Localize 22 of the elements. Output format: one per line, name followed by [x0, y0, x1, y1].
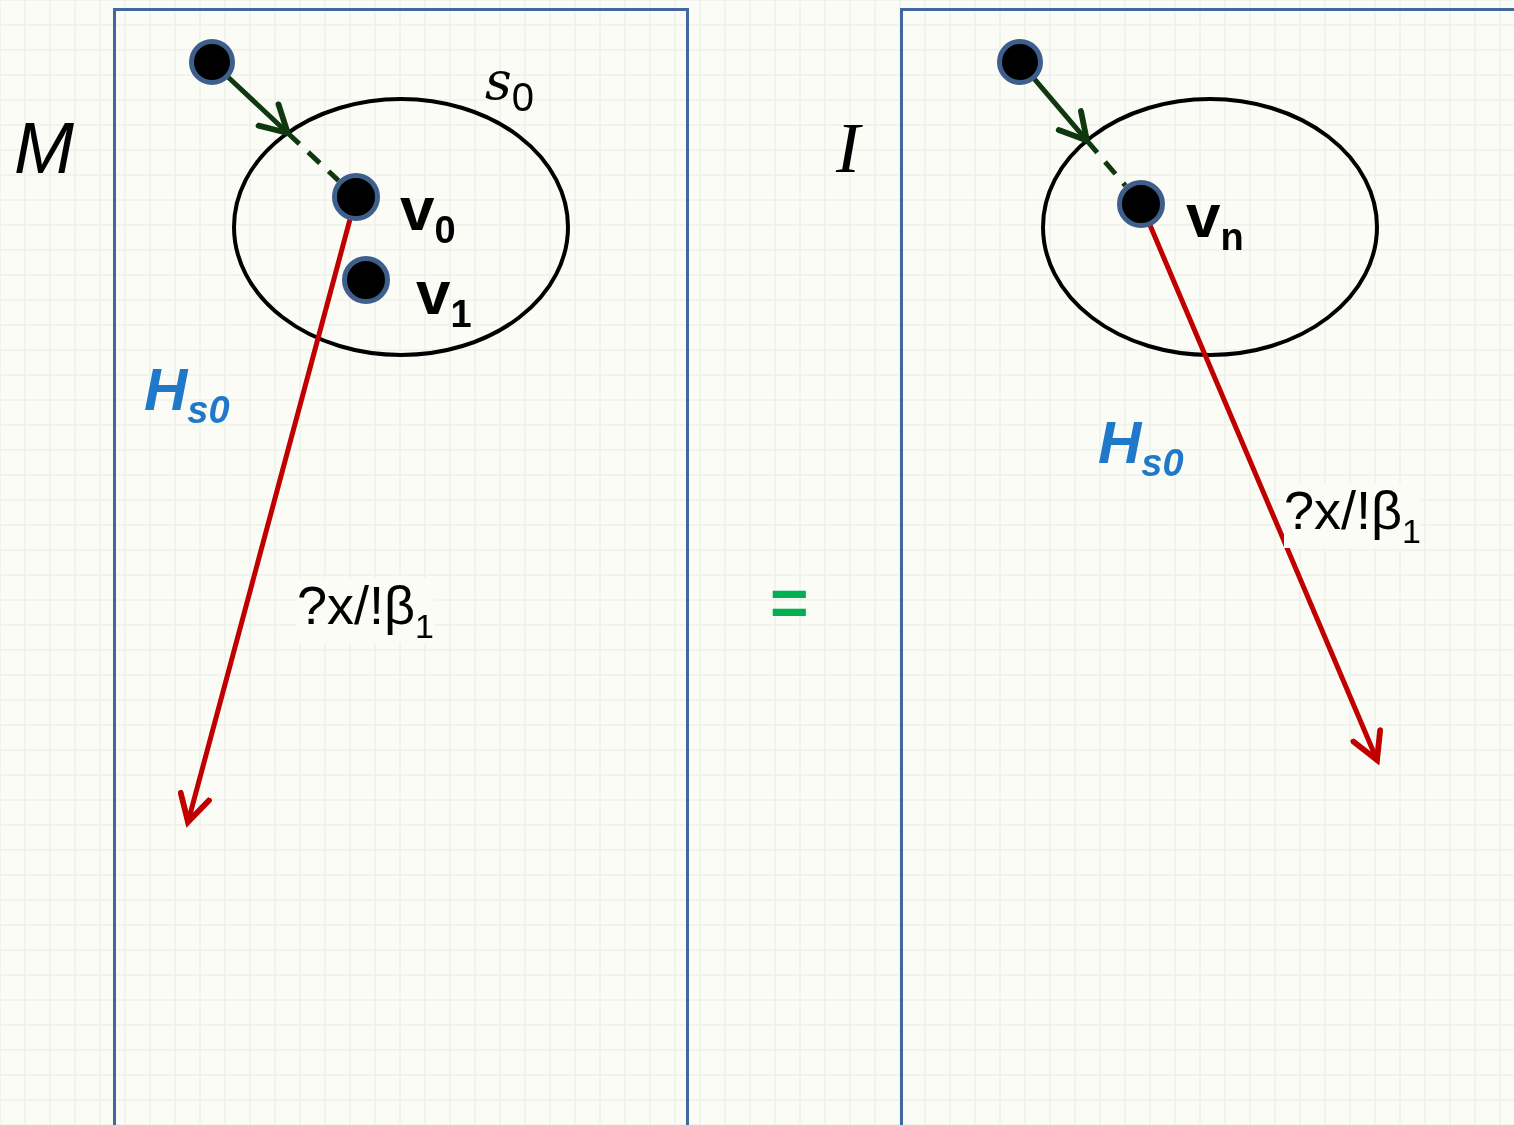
arrow — [1147, 223, 1384, 763]
vertex-dot — [189, 39, 235, 85]
state-ellipse — [1041, 97, 1379, 357]
history-label: H$_{s0}$ — [1098, 413, 1184, 483]
equals-sign: = — [770, 570, 809, 636]
dashed-connector — [1085, 138, 1128, 188]
edge-label: ?x/!β$_{1}$ — [1284, 483, 1422, 548]
vertex-dot — [342, 256, 390, 304]
vertex-label: v$_{n}$ — [1186, 185, 1244, 257]
arrow — [226, 75, 291, 136]
dashed-connector — [286, 131, 341, 183]
vertex-label: v$_{0}$ — [400, 178, 456, 250]
edge-label: ?x/!β$_{1}$ — [297, 578, 435, 643]
state-label: s$_{0}$ — [485, 55, 534, 117]
arrow — [1032, 77, 1090, 144]
history-label: H$_{s0}$ — [144, 360, 230, 430]
vertex-label: v$_{1}$ — [416, 262, 472, 334]
arrow — [177, 217, 353, 825]
vertex-dot — [332, 173, 380, 221]
vertex-dot — [1117, 180, 1165, 228]
vertex-dot — [997, 39, 1043, 85]
model-name: M — [14, 112, 74, 184]
